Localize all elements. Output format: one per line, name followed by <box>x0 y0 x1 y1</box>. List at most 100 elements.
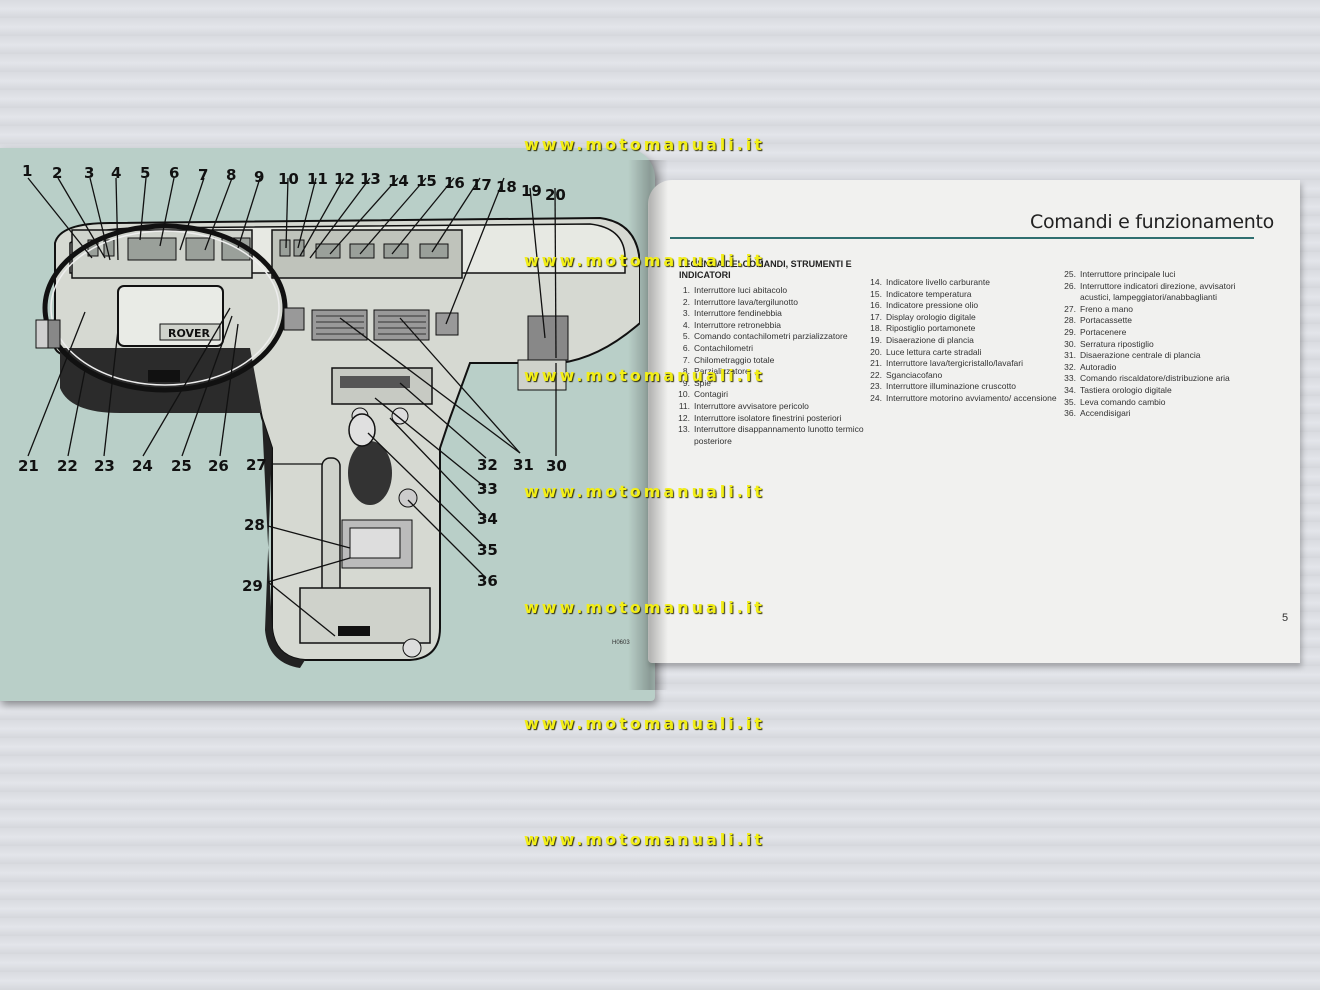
legend-item-text: Spie <box>694 377 712 388</box>
legend-item: 20.Luce lettura carte stradali <box>868 347 1058 359</box>
callout-7: 7 <box>198 166 208 184</box>
legend-item-text: Autoradio <box>1080 361 1117 372</box>
legend-item: 19.Disaerazione di plancia <box>868 335 1058 347</box>
legend-item: 26.Interruttore indicatori direzione, av… <box>1062 281 1262 304</box>
legend-item-text: Freno a mano <box>1080 303 1133 314</box>
callout-4: 4 <box>111 164 121 182</box>
callout-29: 29 <box>242 577 263 595</box>
legend-item-number: 23. <box>870 381 882 392</box>
callout-8: 8 <box>226 166 236 184</box>
leader-lines <box>27 177 557 637</box>
callout-25: 25 <box>171 457 192 475</box>
title-rule <box>670 237 1254 239</box>
legend-item: 1.Interruttore luci abitacolo <box>676 285 866 297</box>
watermark: www.motomanuali.it <box>524 714 765 733</box>
legend-column-3: 25. Interruttore principale luci 26.Interr… <box>1062 269 1262 420</box>
callout-18: 18 <box>496 178 517 196</box>
legend-item: 11.Interruttore avvisatore pericolo <box>676 401 866 413</box>
legend-item: 3.Interruttore fendinebbia <box>676 308 866 320</box>
callout-15: 15 <box>416 172 437 190</box>
legend-item: 18.Ripostiglio portamonete <box>868 323 1058 335</box>
legend-item-text: Indicatore temperatura <box>886 288 972 299</box>
callout-11: 11 <box>307 170 328 188</box>
legend-item: 5. Comando contachilometri parzializzator… <box>676 331 866 343</box>
legend-item-number: 3. <box>682 308 690 319</box>
legend-item: 36. Accendisigari <box>1062 408 1262 420</box>
dashboard-diagram: ROVER <box>18 162 640 668</box>
legend-item: 25. Interruttore principale luci <box>1062 269 1262 281</box>
legend-item: 27. Freno a mano <box>1062 304 1262 316</box>
legend-item-text: Display orologio digitale <box>886 311 976 322</box>
legend-item-text: Interruttore motorino avviamento/ accens… <box>886 392 1057 403</box>
legend-item-text: Comando contachilometri parzializzatore <box>694 331 848 342</box>
center-vents <box>283 307 459 341</box>
legend-item-number: 31. <box>1064 350 1076 361</box>
legend-item-number: 22. <box>870 369 882 380</box>
legend-item-number: 11. <box>678 400 690 411</box>
legend-item-text: Sganciacofano <box>886 369 943 380</box>
legend-item: 21.Interruttore lava/tergicristallo/lava… <box>868 358 1058 370</box>
legend-item: 30.Serratura ripostiglio <box>1062 339 1262 351</box>
legend-item-number: 5. <box>682 331 690 342</box>
legend-item-number: 13. <box>678 424 690 435</box>
legend-item: 16.Indicatore pressione olio <box>868 300 1058 312</box>
legend-item-number: 35. <box>1064 396 1076 407</box>
legend-item-number: 14. <box>870 277 882 287</box>
watermark: www.motomanuali.it <box>524 482 765 501</box>
watermark: www.motomanuali.it <box>524 251 765 270</box>
callout-28: 28 <box>244 516 265 534</box>
callout-32: 32 <box>477 456 498 474</box>
callout-26: 26 <box>208 457 229 475</box>
figure-code: H0603 <box>612 640 630 646</box>
legend-item-text: Disaerazione centrale di plancia <box>1080 350 1201 361</box>
callout-13: 13 <box>360 170 381 188</box>
legend-item-number: 36. <box>1064 408 1076 419</box>
callout-14: 14 <box>388 172 409 190</box>
callout-23: 23 <box>94 457 115 475</box>
legend-item-number: 26. <box>1064 280 1076 291</box>
legend-item-text: Luce lettura carte stradali <box>886 346 982 357</box>
legend-item-text: Disaerazione di plancia <box>886 334 974 345</box>
legend-item-number: 9. <box>682 377 690 388</box>
legend-item-text: Interruttore disappannamento lunotto ter… <box>694 424 864 446</box>
legend-item-text: Indicatore livello carburante <box>886 277 990 287</box>
legend-item-text: Portacenere <box>1080 326 1127 337</box>
legend-item-number: 10. <box>678 389 690 400</box>
legend-item: 33.Comando riscaldatore/distribuzione ar… <box>1062 373 1262 385</box>
legend-item-text: Interruttore lava/tergicristallo/lavafar… <box>886 358 1024 369</box>
console-shadow <box>262 418 305 668</box>
gear-knob <box>348 413 376 447</box>
callout-1: 1 <box>22 162 32 180</box>
legend-item: 32.Autoradio <box>1062 362 1262 374</box>
legend-item-text: Interruttore principale luci <box>1080 269 1176 279</box>
legend-item: 13. Interruttore disappannamento lunotto … <box>676 424 866 447</box>
callout-33: 33 <box>477 480 498 498</box>
legend-item-number: 1. <box>682 285 690 295</box>
legend-item-text: Accendisigari <box>1080 408 1131 419</box>
callout-2: 2 <box>52 164 62 182</box>
legend-item: 9. Spie <box>676 378 866 390</box>
callout-36: 36 <box>477 572 498 590</box>
legend-item-text: Comando riscaldatore/distribuzione aria <box>1080 373 1230 384</box>
legend-item-text: Interruttore retronebbia <box>694 319 781 330</box>
legend-item: 29. Portacenere <box>1062 327 1262 339</box>
legend-item-number: 27. <box>1064 303 1076 314</box>
watermark: www.motomanuali.it <box>524 366 765 385</box>
legend-item-number: 12. <box>678 412 690 423</box>
legend-item-text: Chilometraggio totale <box>694 354 775 365</box>
legend-item: 2.Interruttore lava/tergilunotto <box>676 297 866 309</box>
legend-item-number: 7. <box>682 354 690 365</box>
legend-item-text: Parzializzatore <box>694 366 750 377</box>
legend-item: 7. Chilometraggio totale <box>676 355 866 367</box>
legend-item: 15.Indicatore temperatura <box>868 289 1058 301</box>
legend-item: 23.Interruttore illuminazione cruscotto <box>868 381 1058 393</box>
legend-column-2: 14. Indicatore livello carburante 15.Indic… <box>868 277 1058 405</box>
legend-item-number: 29. <box>1064 326 1076 337</box>
watermark: www.motomanuali.it <box>524 598 765 617</box>
legend-item-number: 24. <box>870 392 882 403</box>
legend-item: 35.Leva comando cambio <box>1062 397 1262 409</box>
callout-5: 5 <box>140 164 150 182</box>
legend-item-number: 28. <box>1064 315 1076 326</box>
legend-item-number: 25. <box>1064 269 1076 279</box>
